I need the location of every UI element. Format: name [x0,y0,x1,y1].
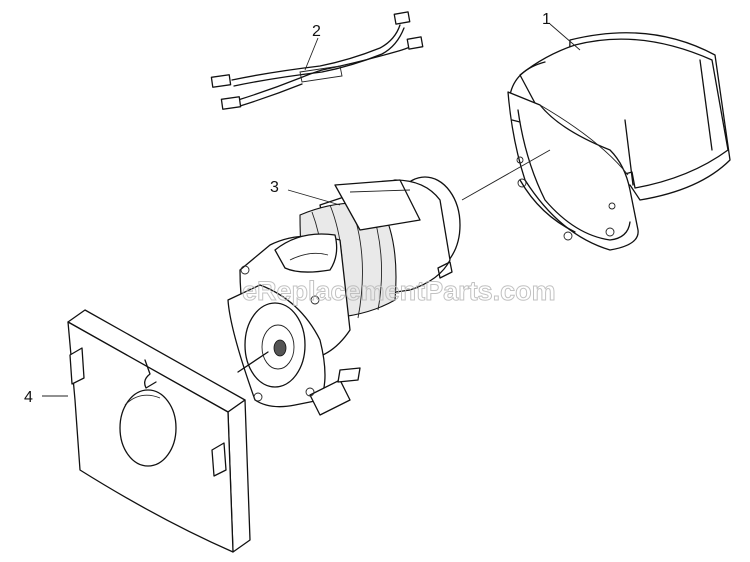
callout-1: 1 [542,11,551,28]
callout-3: 3 [270,179,279,196]
part-housing [507,32,731,251]
part-wire-harness [210,11,424,110]
callout-2: 2 [312,23,321,40]
part-insulator-pad [67,309,251,553]
callout-4: 4 [24,389,33,406]
leader-lines [42,23,581,397]
watermark: eReplacementParts.com [242,276,556,306]
part-motor [227,176,461,416]
